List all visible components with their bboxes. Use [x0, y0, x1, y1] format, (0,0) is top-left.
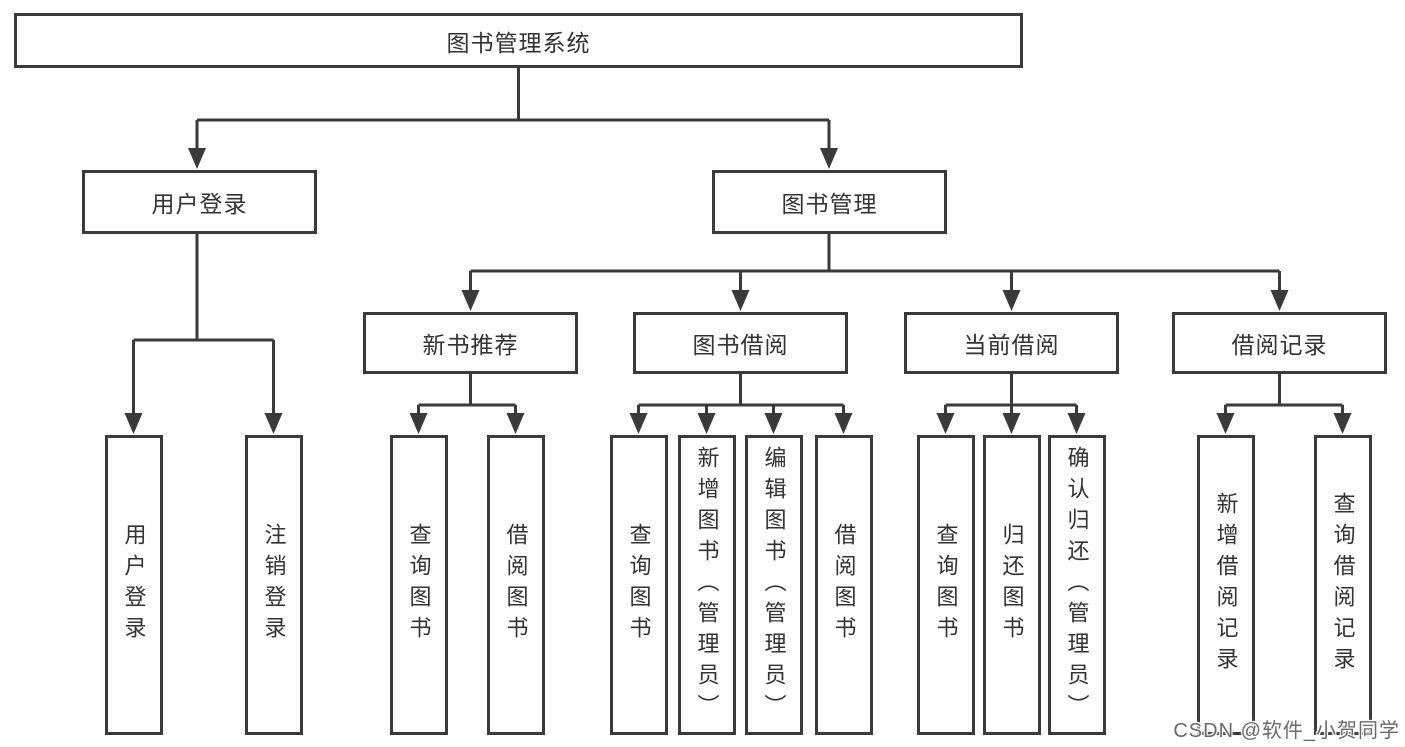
leaf-borrow-add-book-admin: 新增图书（管理员）: [677, 435, 736, 735]
leaf-current-return-book: 归还图书: [982, 435, 1041, 735]
leaf-label: 查询图书: [406, 523, 432, 647]
leaf-current-query-book: 查询图书: [916, 435, 975, 735]
leaf-current-confirm-return-admin: 确认归还（管理员）: [1047, 435, 1106, 735]
leaf-label: 编辑图书（管理员）: [761, 445, 787, 725]
node-book-management: 图书管理: [712, 170, 947, 234]
leaf-borrow-edit-book-admin: 编辑图书（管理员）: [744, 435, 803, 735]
leaf-recommend-borrow-book: 借阅图书: [486, 435, 545, 735]
leaf-borrow-borrow-book: 借阅图书: [814, 435, 873, 735]
node-current-borrow: 当前借阅: [904, 312, 1119, 374]
leaf-borrow-query-book: 查询图书: [609, 435, 668, 735]
leaf-recommend-query-book: 查询图书: [389, 435, 448, 735]
leaf-label: 查询图书: [626, 523, 652, 647]
leaf-label: 确认归还（管理员）: [1064, 445, 1090, 725]
leaf-logout: 注销登录: [244, 435, 303, 735]
leaf-label: 归还图书: [999, 523, 1025, 647]
leaf-records-query-record: 查询借阅记录: [1313, 435, 1372, 735]
leaf-records-add-record: 新增借阅记录: [1196, 435, 1255, 735]
leaf-label: 借阅图书: [503, 523, 529, 647]
node-book-borrow: 图书借阅: [633, 312, 848, 374]
leaf-label: 借阅图书: [831, 523, 857, 647]
leaf-label: 新增图书（管理员）: [694, 445, 720, 725]
leaf-label: 查询图书: [933, 523, 959, 647]
leaf-label: 注销登录: [261, 523, 287, 647]
leaf-label: 查询借阅记录: [1330, 492, 1356, 678]
node-root: 图书管理系统: [14, 13, 1023, 68]
leaf-label: 用户登录: [121, 523, 147, 647]
leaf-user-login: 用户登录: [104, 435, 163, 735]
node-user-login: 用户登录: [82, 170, 317, 234]
node-new-book-recommend: 新书推荐: [363, 312, 578, 374]
watermark: CSDN @软件_小贺同学: [1173, 720, 1400, 742]
node-borrow-records: 借阅记录: [1172, 312, 1387, 374]
leaf-label: 新增借阅记录: [1213, 492, 1239, 678]
